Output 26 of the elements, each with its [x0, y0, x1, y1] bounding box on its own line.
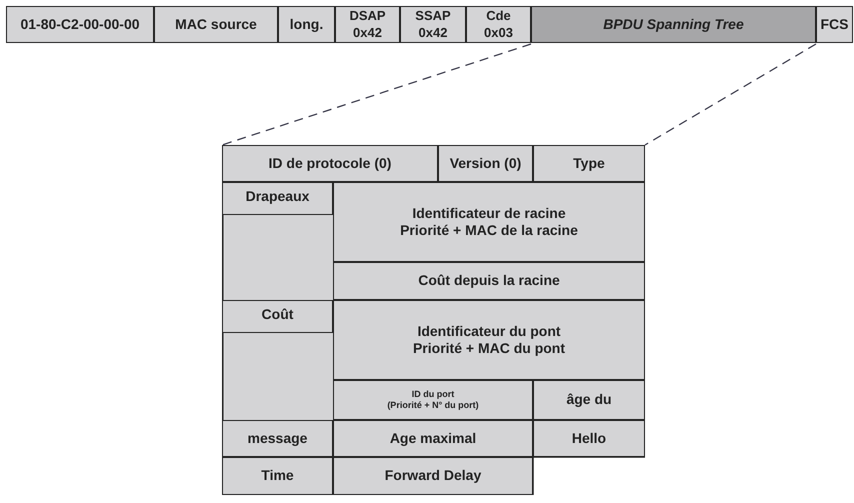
dashed-line — [222, 43, 532, 146]
header-field: Identificateur du pont Priorité + MAC du pont — [333, 300, 645, 380]
header-field: ID de protocole (0) — [222, 145, 438, 182]
protocol-field: DSAP 0x42 — [335, 6, 400, 43]
protocol-field: Cde 0x03 — [466, 6, 531, 43]
address-field: MAC source — [154, 6, 278, 43]
address-field: 01-80-C2-00-00-00 — [6, 6, 154, 43]
header-field: Version (0) — [438, 145, 533, 182]
protocol-field: SSAP 0x42 — [400, 6, 466, 43]
length-field: long. — [278, 6, 335, 43]
checksum-field: FCS — [816, 6, 853, 43]
header-field: Type — [533, 145, 645, 182]
header-field: Hello — [533, 420, 645, 457]
header-field: Time — [222, 457, 333, 495]
dashed-line — [644, 43, 816, 146]
field-table — [222, 145, 645, 495]
header-field: Coût depuis la racine — [333, 262, 645, 300]
header-field: Forward Delay — [333, 457, 533, 495]
header-field: Identificateur de racine Priorité + MAC de la racine — [333, 182, 645, 262]
header-field: âge du — [533, 380, 645, 420]
header-field: ID du port (Priorité + N° du port) — [333, 380, 533, 420]
header-field: Coût — [222, 300, 333, 333]
header-field: message — [222, 420, 333, 457]
header-field: Drapeaux — [222, 182, 333, 215]
header-field: Age maximal — [333, 420, 533, 457]
payload-field: BPDU Spanning Tree — [531, 6, 816, 43]
